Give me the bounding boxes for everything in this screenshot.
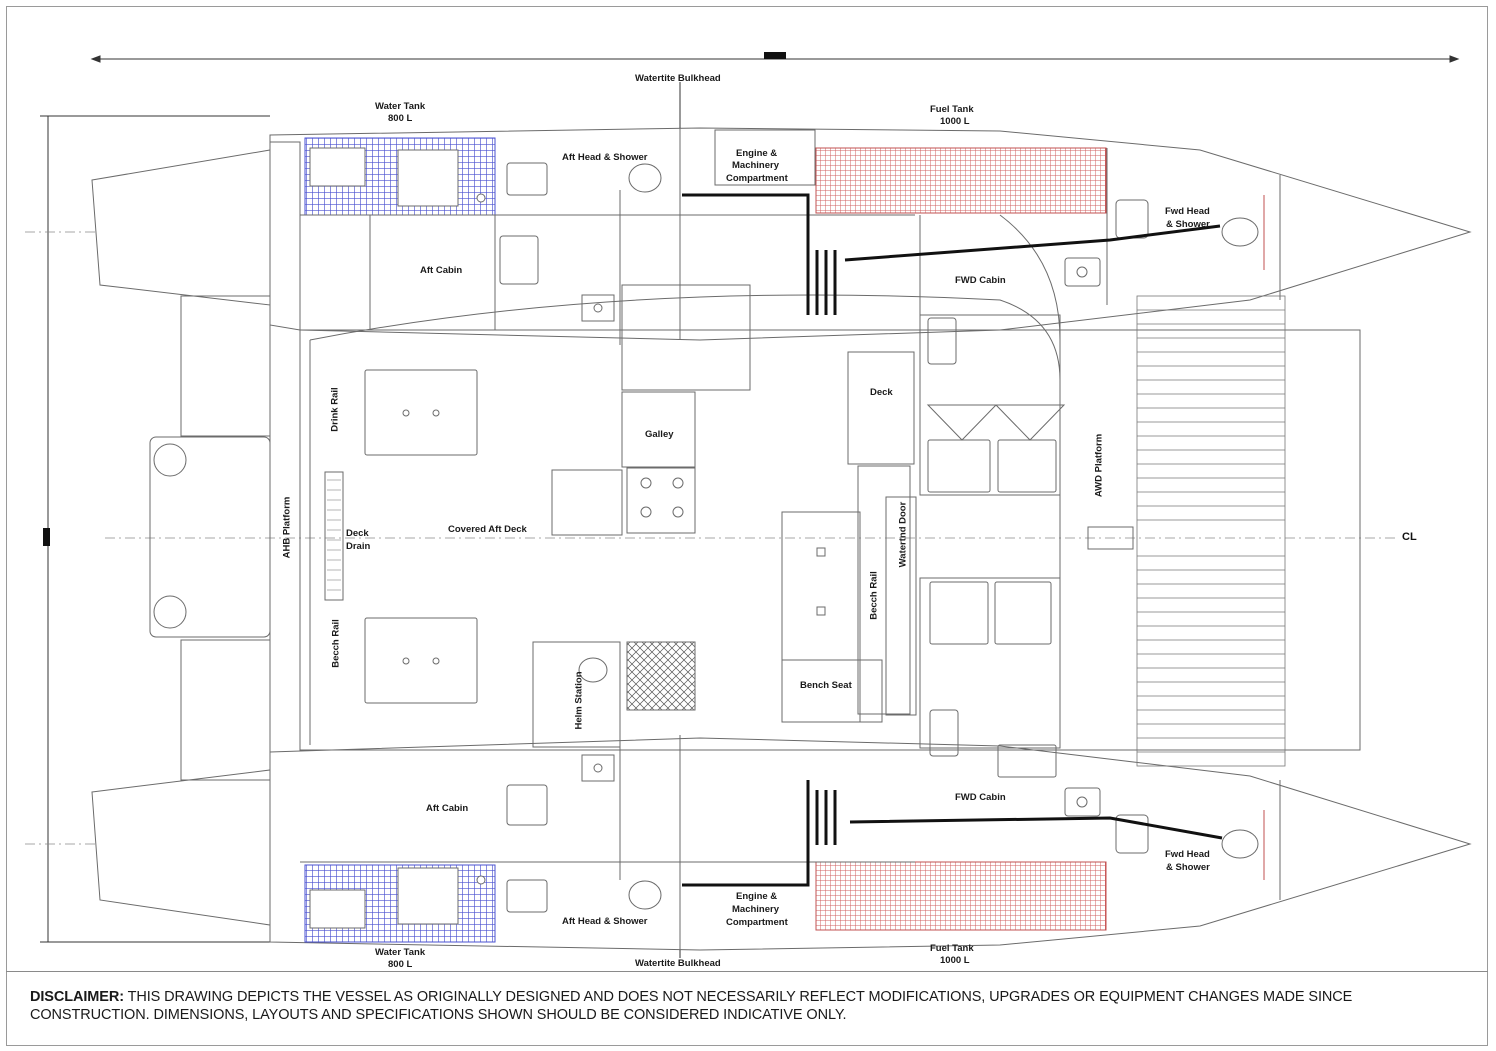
port-hull	[91, 735, 1472, 951]
fwd-cabin-top-label: FWD Cabin	[955, 275, 1006, 286]
water-tank-top-capacity: 800 L	[388, 113, 413, 124]
water-tank-bottom-label: Water Tank	[375, 947, 426, 958]
drink-rail-label: Drink Rail	[329, 387, 341, 432]
disclaimer-panel: DISCLAIMER: THIS DRAWING DEPICTS THE VES…	[6, 971, 1488, 1046]
deck-label: Deck	[870, 387, 893, 398]
beam-dimension	[40, 115, 270, 943]
becch-rail-right-label: Becch Rail	[868, 571, 880, 620]
fuel-tank-top-capacity: 1000 L	[940, 116, 970, 127]
engine-top-label-3: Compartment	[726, 173, 788, 184]
fwd-head-bottom-label-1: Fwd Head	[1165, 849, 1210, 860]
fwd-head-top-label-2: & Shower	[1166, 219, 1210, 230]
engine-bottom-label-1: Engine &	[736, 891, 778, 902]
engine-top-label-1: Engine &	[736, 148, 778, 159]
fuel-tank-bottom-capacity: 1000 L	[940, 955, 970, 966]
fwd-cabin-bottom-label: FWD Cabin	[955, 792, 1006, 803]
fwd-head-top-label-1: Fwd Head	[1165, 206, 1210, 217]
fuel-tank-bottom-label: Fuel Tank	[930, 943, 974, 954]
water-tank-top-label: Water Tank	[375, 101, 426, 112]
watertnd-door-label: Watertnd Door	[897, 501, 909, 568]
heavy-lines	[682, 193, 1223, 887]
bench-seat-label: Bench Seat	[800, 680, 852, 691]
watertite-bulkhead-top-label: Watertite Bulkhead	[635, 73, 721, 84]
forward-trampoline	[1136, 295, 1286, 767]
awd-platform-label: AWD Platform	[1093, 433, 1105, 498]
watertite-bulkhead-bottom-label: Watertite Bulkhead	[635, 958, 721, 969]
engine-top-label-2: Machinery	[732, 160, 779, 171]
galley-label: Galley	[645, 429, 674, 440]
drawing-sheet	[6, 6, 1488, 1046]
covered-aft-deck-label: Covered Aft Deck	[448, 524, 527, 535]
becch-rail-left-label: Becch Rail	[330, 619, 342, 668]
centerline-label: CL	[1402, 531, 1417, 543]
aft-cabin-top-label: Aft Cabin	[420, 265, 463, 276]
ahb-platform-label: AHB Platform	[281, 496, 293, 559]
fwd-head-bottom-label-2: & Shower	[1166, 862, 1210, 873]
disclaimer-body: THIS DRAWING DEPICTS THE VESSEL AS ORIGI…	[30, 989, 1353, 1023]
overall-length-dimension	[90, 52, 1460, 63]
helm-station-label: Helm Station	[573, 671, 585, 730]
starboard-hull	[91, 127, 1472, 931]
disclaimer-heading: DISCLAIMER:	[30, 989, 124, 1005]
catamaran-deck-plan	[25, 52, 1472, 958]
engine-bottom-label-2: Machinery	[732, 904, 779, 915]
aft-head-top-label: Aft Head & Shower	[562, 152, 648, 163]
fuel-tank-top-label: Fuel Tank	[930, 104, 974, 115]
water-tank-bottom-capacity: 800 L	[388, 959, 413, 970]
deck-drain-label-2: Drain	[346, 541, 371, 552]
bridgedeck	[149, 284, 1361, 781]
engine-bottom-label-3: Compartment	[726, 917, 788, 928]
deck-drain-label-1: Deck	[346, 528, 369, 539]
aft-cabin-bottom-label: Aft Cabin	[426, 803, 469, 814]
disclaimer-text: DISCLAIMER: THIS DRAWING DEPICTS THE VES…	[30, 988, 1475, 1024]
aft-head-bottom-label: Aft Head & Shower	[562, 916, 648, 927]
